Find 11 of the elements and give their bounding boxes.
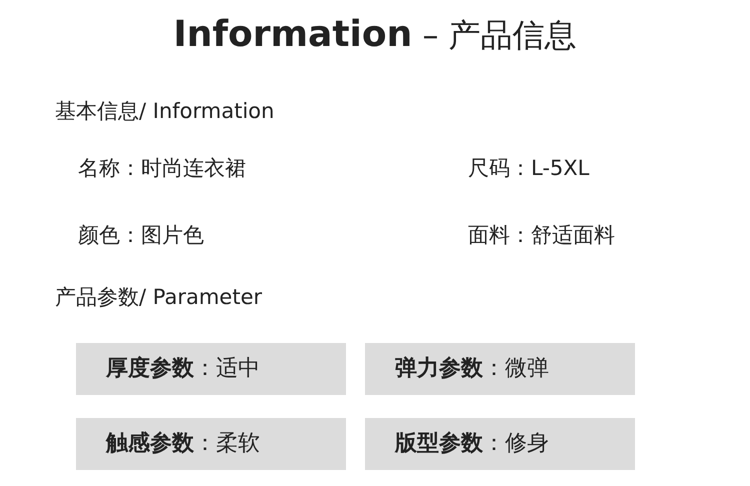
parameter-box: 弹力参数：微弹	[365, 343, 635, 395]
info-text: 面料：舒适面料	[468, 222, 615, 249]
info-text: 尺码：L-5XL	[468, 155, 590, 182]
section-heading: 产品参数/ Parameter	[55, 284, 262, 311]
page-title: Information – 产品信息	[172, 14, 578, 57]
parameter-box: 触感参数：柔软	[76, 418, 346, 470]
parameter-box: 厚度参数：适中	[76, 343, 346, 395]
parameter-box: 版型参数：修身	[365, 418, 635, 470]
info-text: 颜色：图片色	[78, 222, 204, 249]
info-text: 名称：时尚连衣裙	[78, 155, 246, 182]
section-heading: 基本信息/ Information	[55, 98, 274, 125]
